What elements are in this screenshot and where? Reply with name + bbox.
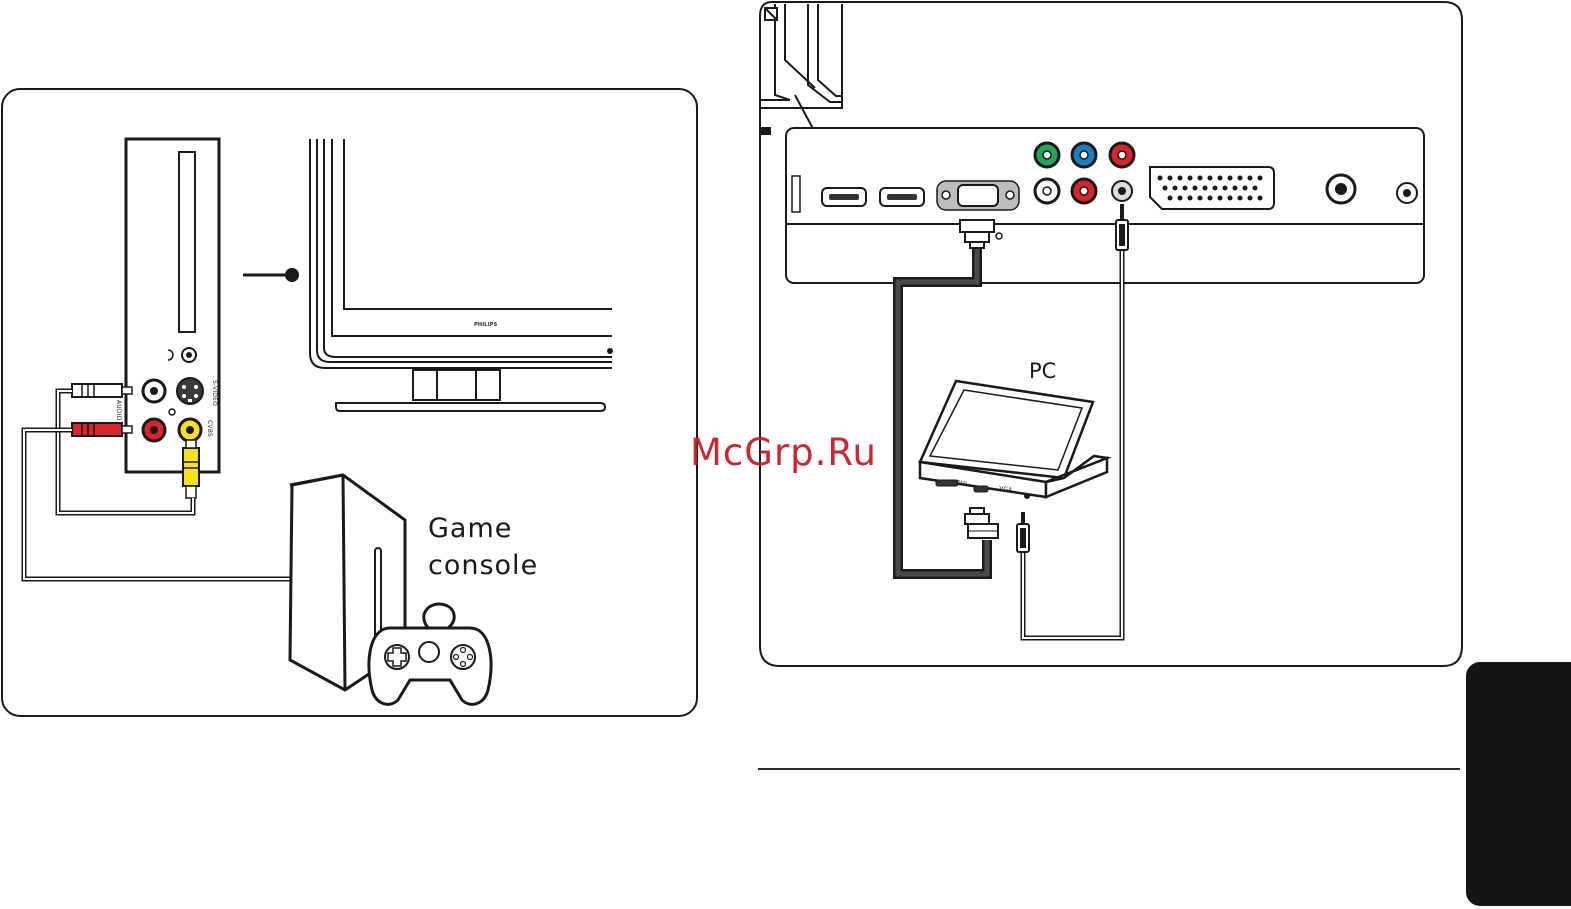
pointer-dot <box>285 268 299 282</box>
audio-port-label: AUDIO <box>115 400 122 421</box>
watermark-text: McGrp.Ru <box>690 431 877 474</box>
side-tab <box>1466 662 1571 906</box>
tv-corner <box>760 4 842 138</box>
right-panel <box>760 2 1462 666</box>
rear-connector-panel <box>786 128 1424 283</box>
left-panel <box>2 89 697 716</box>
right-panel-frame <box>760 2 1462 666</box>
laptop <box>920 381 1107 499</box>
laptop-dvi-label: DVI <box>956 479 968 487</box>
audio-plug-pc <box>1017 512 1029 552</box>
s-video-port-label: S-VIDEO <box>211 380 218 406</box>
cvbs-port-label: CVBS <box>206 420 213 437</box>
tv-brand-logo: PHILIPS <box>474 322 497 328</box>
tv-illustration <box>310 139 613 411</box>
pc-label: PC <box>1029 359 1056 383</box>
game-console-label: Game console <box>428 510 538 584</box>
section-divider <box>758 768 1460 770</box>
vga-plug-pc <box>965 508 998 538</box>
